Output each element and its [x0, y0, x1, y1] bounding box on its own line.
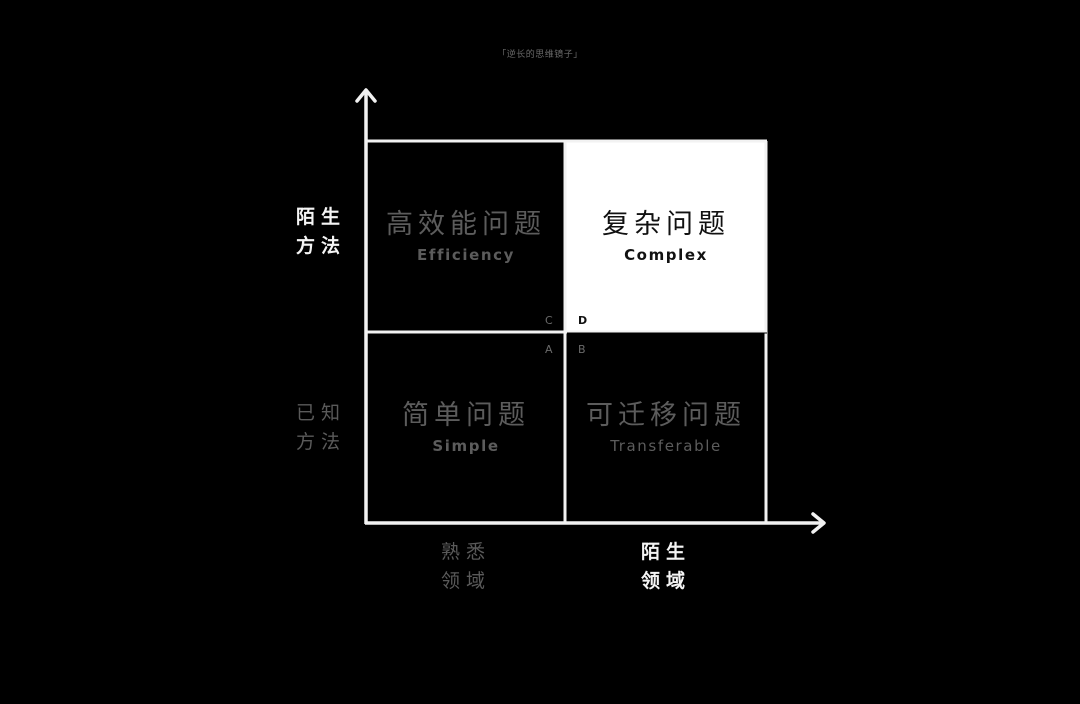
quadrant-transferable: 可迁移问题 Transferable	[567, 334, 765, 522]
quadrant-simple: 简单问题 Simple	[368, 334, 564, 522]
y-axis-label-unfamiliar-method: 陌生 方法	[296, 206, 347, 257]
diagram-caption: 「逆长的思维镜子」	[497, 50, 583, 60]
quadrant-title-zh: 可迁移问题	[586, 399, 746, 431]
quadrant-complex: 复杂问题 Complex	[567, 143, 765, 331]
corner-label-a: A	[545, 343, 553, 356]
quadrant-title-zh: 复杂问题	[602, 208, 730, 240]
corner-label-d: D	[578, 314, 588, 327]
quadrant-title-en: Transferable	[610, 436, 722, 455]
quadrant-title-zh: 高效能问题	[386, 208, 546, 240]
corner-label-b: B	[578, 343, 586, 356]
quadrant-title-en: Complex	[624, 245, 708, 264]
corner-label-c: C	[545, 314, 553, 327]
x-axis-arrow-icon	[811, 512, 826, 534]
quadrant-title-zh: 简单问题	[402, 399, 530, 431]
x-axis-label-familiar-domain: 熟悉 领域	[441, 541, 492, 592]
x-axis-label-unfamiliar-domain: 陌生 领域	[641, 541, 692, 592]
complex-quadrant-fill	[566, 141, 767, 332]
y-axis-arrow-icon	[355, 88, 377, 103]
quadrant-title-en: Efficiency	[417, 245, 515, 264]
y-axis-label-known-method: 已知 方法	[296, 402, 347, 453]
quadrant-title-en: Simple	[432, 436, 500, 455]
quadrant-efficiency: 高效能问题 Efficiency	[368, 143, 564, 331]
